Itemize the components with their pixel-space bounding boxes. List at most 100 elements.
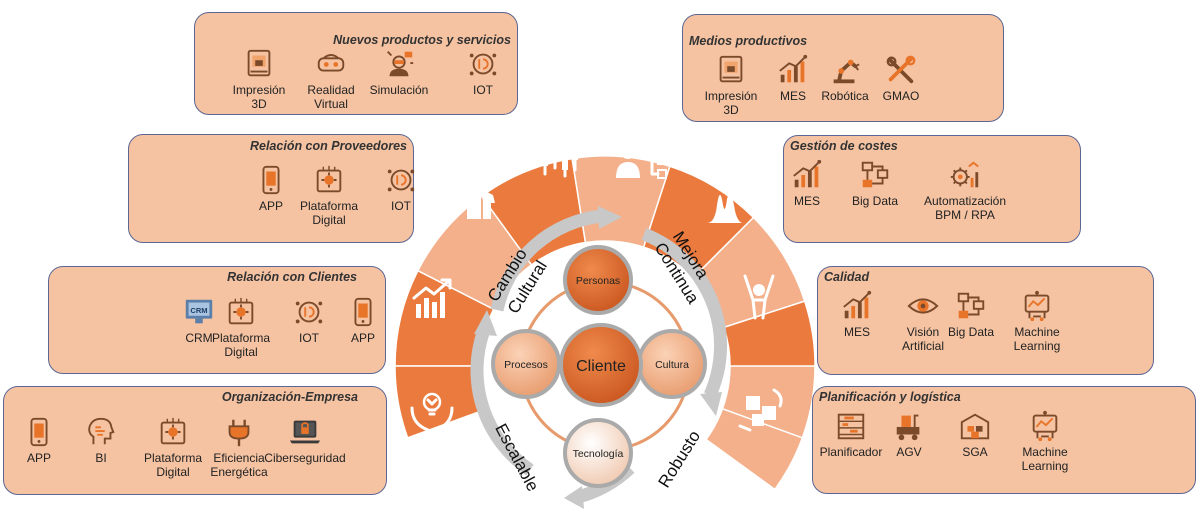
machine-learning-icon — [1032, 410, 1058, 442]
panel-title: Calidad — [824, 270, 870, 284]
tech-item: Plataforma Digital — [130, 415, 216, 479]
tech-item-label: Simulación — [369, 83, 429, 97]
tech-item-label: MES — [843, 325, 870, 339]
tech-item: AGV — [867, 409, 951, 459]
agv-icon — [896, 414, 920, 441]
tech-item-label: BI — [95, 451, 107, 465]
vision-eye-icon — [907, 298, 939, 314]
node-cultura: Cultura — [637, 329, 707, 399]
digital-platform-icon — [228, 297, 254, 325]
crm-monitor-icon: CRM — [185, 299, 213, 324]
iot-icon — [387, 169, 415, 192]
node-cliente-label: Cliente — [576, 358, 626, 375]
panel-title: Medios productivos — [689, 34, 808, 48]
tech-item-label: Visión Artificial — [901, 325, 944, 353]
panel-organizacion-empresa: Organización-Empresa APP BI Plataforma Dig… — [3, 386, 387, 495]
iot-icon — [295, 301, 323, 324]
organization-chart-icon — [616, 141, 667, 179]
tools-icon — [886, 55, 916, 84]
automation-gears-icon — [950, 161, 979, 188]
tech-item-label: MES — [793, 194, 820, 208]
tech-item-label: CRM — [185, 331, 213, 345]
tech-item: Automatización BPM / RPA — [922, 158, 1008, 222]
tech-item-label: SGA — [962, 445, 988, 459]
panel-title: Organización-Empresa — [221, 390, 358, 404]
tech-item-label: Automatización BPM / RPA — [923, 194, 1007, 222]
ring-icons — [410, 136, 783, 432]
tech-item-label: Eficiencia Energética — [210, 451, 268, 479]
panel-gestion-costes: Gestión de costes MES Big Data Automatizac… — [783, 135, 1081, 243]
iot-icon — [469, 53, 497, 76]
tech-item: BI — [58, 415, 144, 465]
tech-item-label: Impresión 3D — [704, 89, 758, 117]
tech-item: Big Data — [832, 158, 918, 208]
tech-item-label: GMAO — [882, 89, 920, 103]
puzzle-hands-icon — [738, 388, 783, 432]
tech-item-label: IOT — [299, 331, 319, 345]
distribution-curve-icon — [707, 194, 743, 223]
node-cliente: Cliente — [559, 323, 643, 407]
tech-item: Impresión 3D — [225, 47, 293, 111]
tech-item: Plataforma Digital — [287, 163, 371, 227]
tech-item-label: APP — [258, 199, 283, 213]
success-person-icon — [743, 274, 775, 320]
tech-item: Eficiencia Energética — [196, 415, 282, 479]
tech-item: Planificador — [809, 409, 893, 459]
tech-item-label: Plataforma Digital — [299, 199, 359, 227]
tech-item-label: Big Data — [947, 325, 995, 339]
tech-item: Simulación — [365, 47, 433, 97]
growth-chart-icon — [412, 278, 452, 318]
tech-item: Visión Artificial — [882, 289, 964, 353]
robot-arm-icon — [833, 59, 860, 84]
tech-item-label: Machine Learning — [1021, 445, 1069, 473]
node-personas: Personas — [563, 245, 633, 315]
tech-item: Impresión 3D — [689, 53, 773, 117]
tech-item: CRM CRM — [161, 295, 237, 345]
mes-chart-icon — [843, 290, 872, 319]
tech-item: IOT — [359, 163, 443, 213]
panel-title: Gestión de costes — [790, 139, 898, 153]
tech-item-label: MES — [779, 89, 806, 103]
tech-item-label: IOT — [473, 83, 493, 97]
panel-title: Nuevos productos y servicios — [333, 33, 511, 47]
panel-relacion-proveedores: Relación con Proveedores APP Plataforma D… — [128, 134, 415, 243]
tech-item-label: Ciberseguridad — [264, 451, 346, 465]
tech-item: MES — [816, 289, 898, 339]
tech-item: Machine Learning — [996, 289, 1078, 353]
tech-item: GMAO — [859, 53, 943, 103]
tech-item-label: Realidad Virtual — [307, 83, 355, 111]
cybersecurity-laptop-icon — [289, 420, 321, 444]
mes-chart-icon — [793, 159, 822, 188]
machine-learning-icon — [1024, 290, 1050, 322]
mes-chart-icon — [779, 54, 808, 83]
panel-title: Relación con Proveedores — [249, 139, 407, 153]
svg-text:CRM: CRM — [190, 306, 207, 315]
panel-nuevos-productos: Nuevos productos y servicios Impresión 3… — [194, 12, 518, 115]
apparel-icon — [463, 191, 495, 219]
3d-printer-icon — [247, 49, 271, 77]
tech-item-label: Big Data — [851, 194, 899, 208]
tech-item: SGA — [933, 409, 1017, 459]
label-robusto: Robusto — [654, 427, 704, 491]
mobile-app-icon — [30, 417, 48, 447]
idea-hands-icon — [410, 392, 454, 432]
ring-segment-lower-2 — [721, 365, 816, 439]
candlestick-chart-icon — [542, 136, 578, 178]
tech-item-label: AGV — [896, 445, 922, 459]
label-escalable: Escalable — [491, 420, 542, 494]
warehouse-icon — [960, 413, 990, 440]
node-procesos-label: Procesos — [504, 359, 548, 371]
energy-plug-icon — [228, 419, 250, 447]
panel-title: Planificación y logística — [819, 390, 961, 404]
big-data-icon — [861, 161, 889, 188]
tech-item-label: Machine Learning — [1013, 325, 1061, 353]
tech-item: Machine Learning — [1003, 409, 1087, 473]
tech-item-label: APP — [350, 331, 375, 345]
digital-platform-icon — [316, 165, 342, 193]
3d-printer-icon — [719, 55, 743, 83]
tech-item-label: APP — [26, 451, 51, 465]
tech-item-label: Robótica — [821, 89, 869, 103]
